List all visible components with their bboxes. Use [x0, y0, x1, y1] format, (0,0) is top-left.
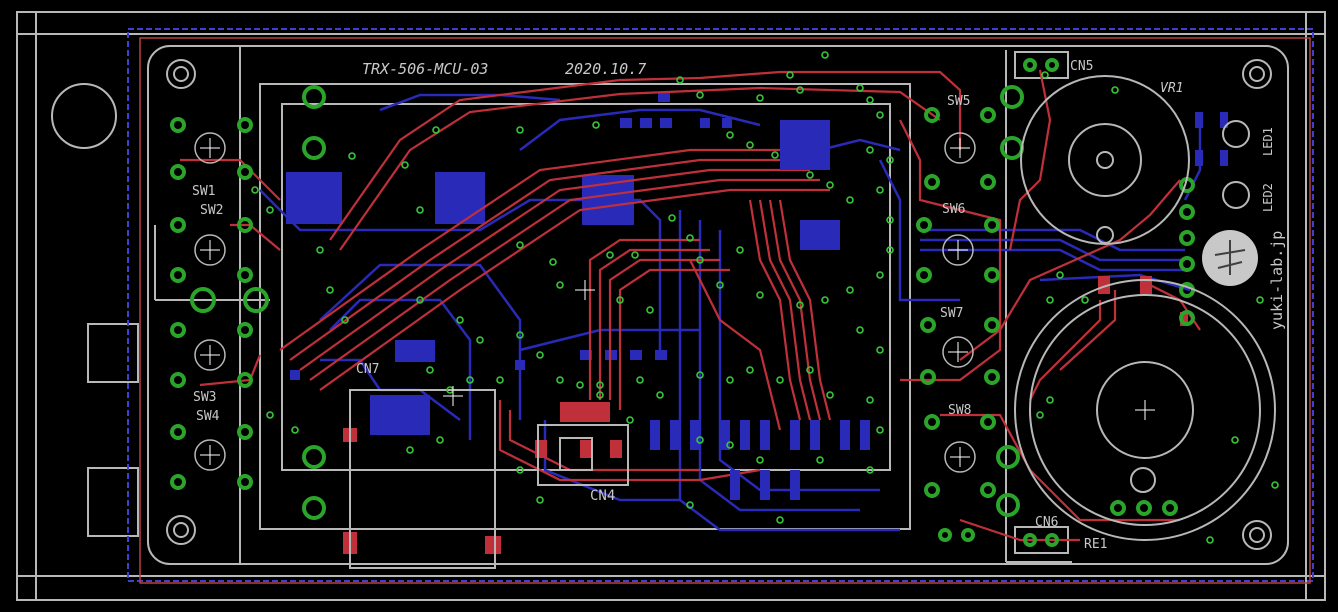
cn6-label: CN6	[1035, 515, 1058, 530]
silkscreen-labels: TRX-506-MCU-03 2020.10.7 SW1 SW2 SW3 SW4…	[192, 59, 1286, 552]
sw2-label: SW2	[200, 203, 223, 218]
connector-outlines	[349, 389, 629, 569]
board-edge-dashed	[127, 28, 1314, 584]
sw8-label: SW8	[948, 403, 971, 418]
sw6-label: SW6	[942, 202, 965, 217]
re1-label: RE1	[1084, 537, 1107, 552]
left-switch-footprints	[194, 132, 976, 473]
vr1-label: VR1	[1160, 81, 1183, 96]
board-name-label: TRX-506-MCU-03	[362, 60, 488, 78]
logo-mark	[1202, 230, 1258, 286]
rotary-components	[1014, 75, 1276, 541]
cn5-label: CN5	[1070, 59, 1093, 74]
url-mark-label: yuki-lab.jp	[1268, 231, 1286, 330]
sw7-label: SW7	[940, 306, 963, 321]
sw1-label: SW1	[192, 184, 215, 199]
led2-label: LED2	[1261, 183, 1275, 212]
vias	[251, 51, 1279, 544]
sw5-label: SW5	[947, 94, 970, 109]
through-hole-pads	[170, 58, 1195, 547]
sw4-label: SW4	[196, 409, 220, 424]
ic-footprint-pads	[370, 120, 870, 500]
led1-label: LED1	[1261, 127, 1275, 156]
board-date-label: 2020.10.7	[565, 60, 646, 78]
origin-crosshairs	[200, 138, 1155, 467]
sw3-label: SW3	[193, 390, 216, 405]
enclosure-outline	[16, 11, 1326, 601]
cn7-label: CN7	[356, 362, 379, 377]
mounting-holes	[166, 59, 1272, 550]
cn4-label: CN4	[590, 488, 615, 504]
